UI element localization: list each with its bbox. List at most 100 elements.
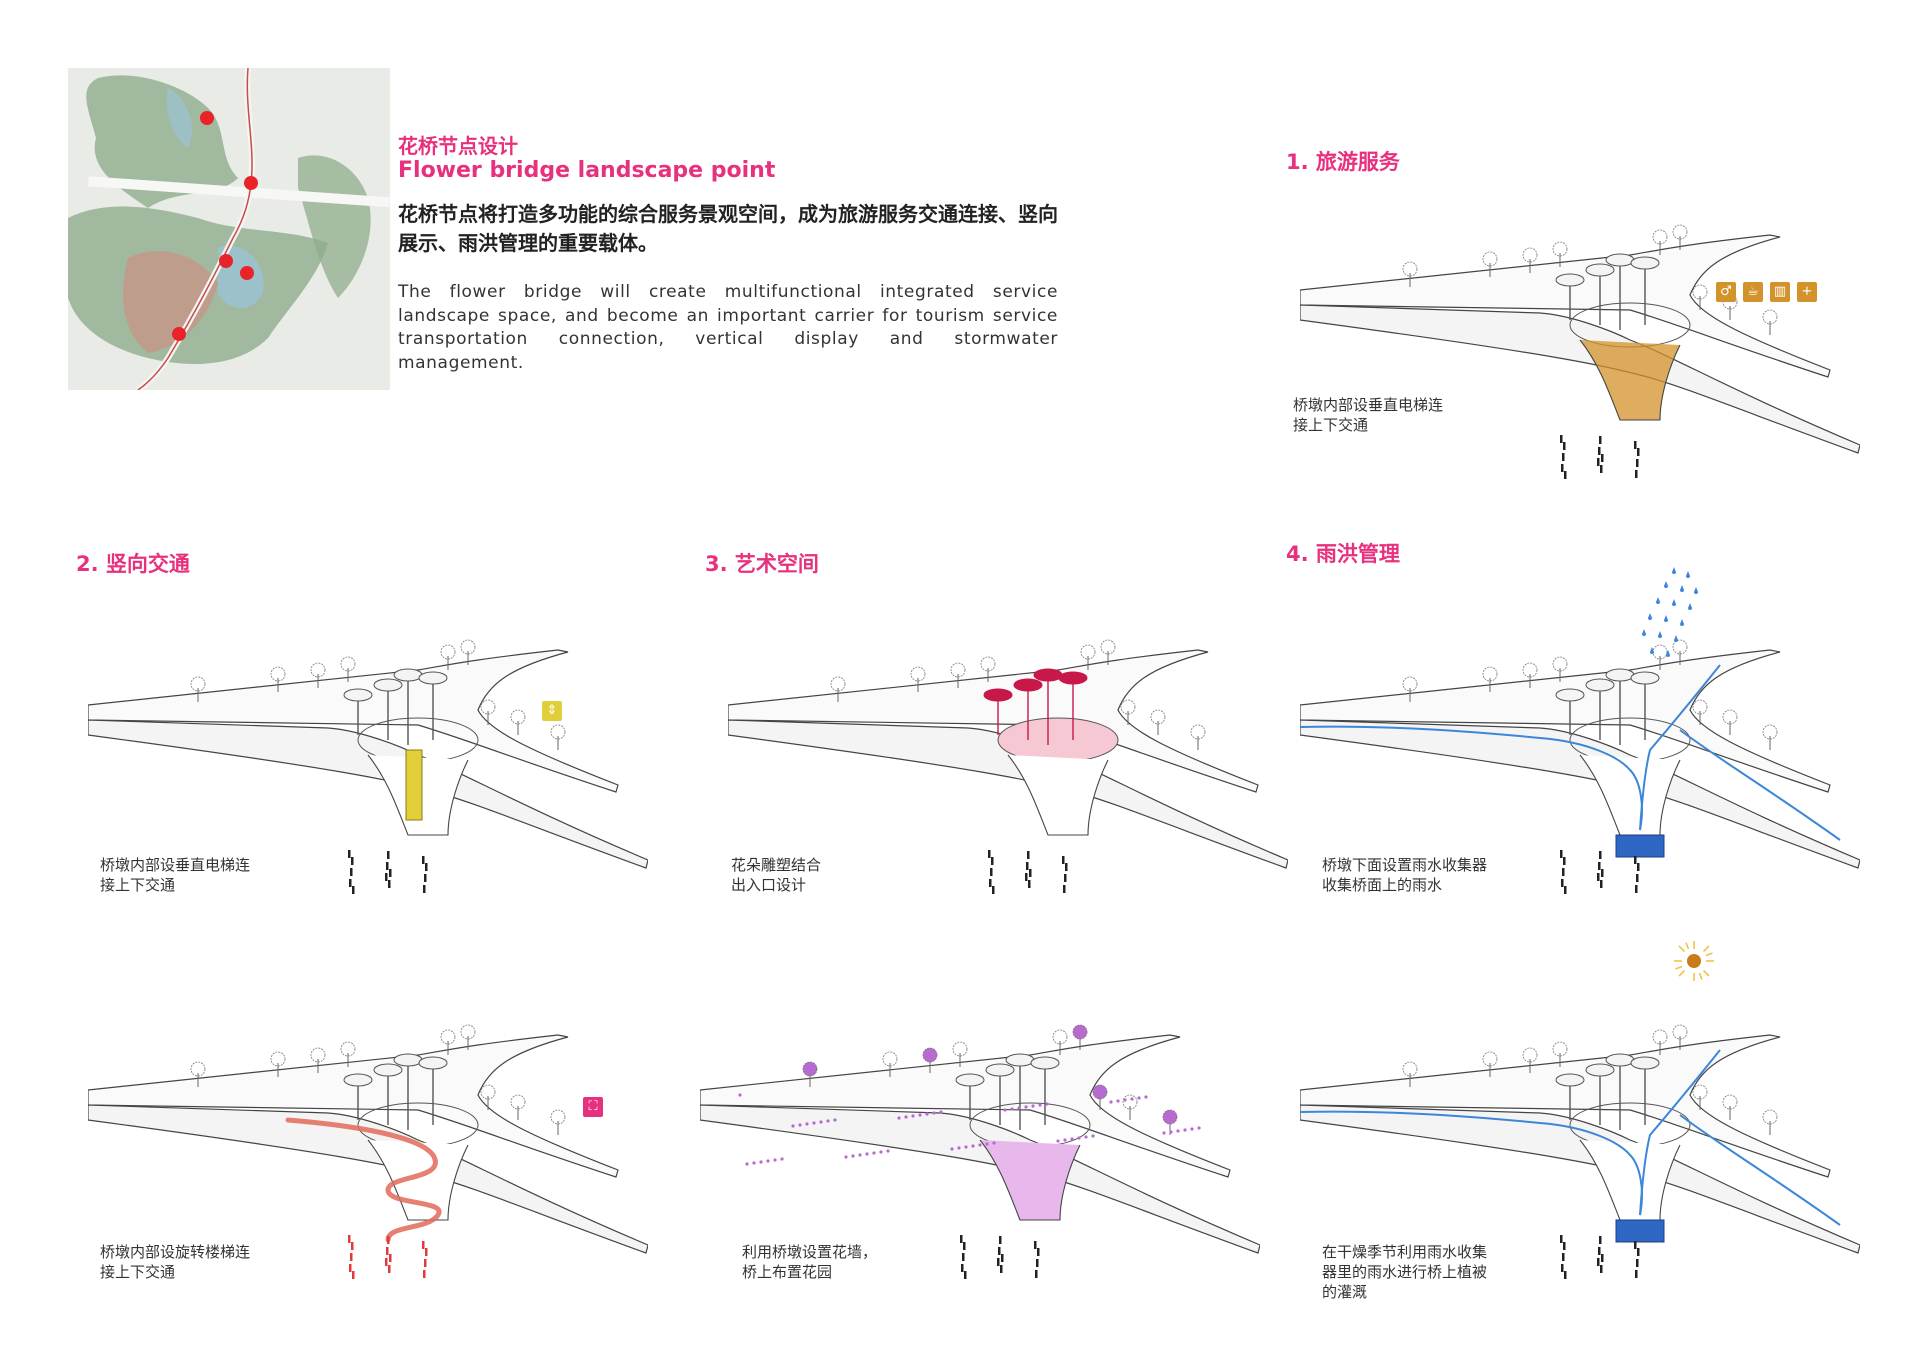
water-channel bbox=[1679, 729, 1841, 841]
person-figure bbox=[351, 857, 354, 865]
bridge-diagram-art bbox=[728, 639, 1288, 894]
person-figure bbox=[1562, 1253, 1565, 1261]
tree-canopy bbox=[1522, 662, 1538, 678]
flower-dot bbox=[798, 1123, 802, 1127]
bridge-pier bbox=[1579, 754, 1681, 836]
flower-dot bbox=[886, 1149, 890, 1153]
flower-dot bbox=[985, 1142, 989, 1146]
person-figure bbox=[1564, 1271, 1567, 1279]
person-figure bbox=[1063, 885, 1066, 893]
site-marker bbox=[219, 254, 233, 268]
tree-canopy bbox=[950, 662, 966, 678]
intro-cn: 花桥节点将打造多功能的综合服务景观空间，成为旅游服务交通连接、竖向展示、雨洪管理… bbox=[398, 202, 1058, 255]
person-figure bbox=[1035, 1270, 1038, 1278]
person-figure bbox=[1034, 1241, 1037, 1249]
flower-dot bbox=[1144, 1095, 1148, 1099]
flower-dot bbox=[780, 1157, 784, 1161]
tree-canopy bbox=[1762, 309, 1778, 325]
tree-canopy bbox=[310, 1047, 326, 1063]
title-en: Flower bridge landscape point bbox=[398, 158, 776, 183]
sculpture-flower bbox=[343, 1073, 373, 1087]
flower-dot bbox=[812, 1121, 816, 1125]
sculpture-flower bbox=[1033, 668, 1063, 682]
person-figure bbox=[1562, 453, 1565, 461]
site-map bbox=[68, 68, 390, 390]
bridge-pier bbox=[1579, 1139, 1681, 1221]
person-figure bbox=[389, 869, 392, 877]
bridge-diagram-flower-wall bbox=[700, 1024, 1260, 1279]
sculpture-flower bbox=[1005, 1053, 1035, 1067]
tree-canopy bbox=[460, 1024, 476, 1040]
bridge-pier bbox=[979, 1139, 1081, 1221]
person-figure bbox=[422, 856, 425, 864]
tree-canopy bbox=[1552, 656, 1568, 672]
tree-canopy bbox=[550, 1109, 566, 1125]
bridge-diagram-rain-collection bbox=[1300, 639, 1860, 894]
flower-dot bbox=[805, 1122, 809, 1126]
flower-dot bbox=[851, 1154, 855, 1158]
tree-canopy bbox=[310, 662, 326, 678]
person-figure bbox=[1634, 441, 1637, 449]
person-figure bbox=[1637, 448, 1640, 456]
water-channel bbox=[1639, 664, 1721, 831]
tree-canopy bbox=[922, 1047, 938, 1063]
caption-art: 花朵雕塑结合 出入口设计 bbox=[731, 856, 822, 894]
flower-dot bbox=[1190, 1127, 1194, 1131]
person-figure bbox=[1563, 1242, 1566, 1250]
site-marker bbox=[240, 266, 254, 280]
tree-canopy bbox=[340, 1041, 356, 1057]
tree-canopy bbox=[882, 1051, 898, 1067]
tree-canopy bbox=[1762, 1109, 1778, 1125]
person-figure bbox=[423, 1270, 426, 1278]
sculpture-flower bbox=[343, 688, 373, 702]
flower-dot bbox=[858, 1153, 862, 1157]
person-figure bbox=[1598, 1247, 1601, 1255]
tree-canopy bbox=[480, 1084, 496, 1100]
sculpture-flower bbox=[1630, 1056, 1660, 1070]
caption-spiral-stairs: 桥墩内部设旋转楼梯连 接上下交通 bbox=[100, 1243, 251, 1281]
person-figure bbox=[1000, 1265, 1003, 1273]
water-channel bbox=[1300, 725, 1643, 831]
bridge-deck-lower bbox=[1300, 719, 1860, 869]
person-figure bbox=[1635, 885, 1638, 893]
person-figure bbox=[1025, 873, 1028, 881]
flower-dot bbox=[918, 1113, 922, 1117]
flower-dot bbox=[1116, 1099, 1120, 1103]
person-figure bbox=[1636, 459, 1639, 467]
bridge-diagram-irrigation bbox=[1300, 1024, 1860, 1279]
flower-dot bbox=[1045, 1102, 1049, 1106]
person-figure bbox=[1636, 874, 1639, 882]
person-figure bbox=[351, 1242, 354, 1250]
person-figure bbox=[1564, 886, 1567, 894]
caption-flower-wall: 利用桥墩设置花墙， 桥上布置花园 bbox=[742, 1243, 878, 1281]
flower-dot bbox=[759, 1160, 763, 1164]
person-figure bbox=[964, 1271, 967, 1279]
bridge-deck-lower bbox=[1300, 304, 1860, 454]
sculpture-flower bbox=[985, 1063, 1015, 1077]
tree-canopy bbox=[1402, 1061, 1418, 1077]
flower-dot bbox=[844, 1155, 848, 1159]
sculpture-flower bbox=[1555, 688, 1585, 702]
person-figure bbox=[387, 1236, 390, 1244]
tree-canopy bbox=[1052, 1029, 1068, 1045]
tree-canopy bbox=[510, 1094, 526, 1110]
person-figure bbox=[989, 879, 992, 887]
person-figure bbox=[1564, 471, 1567, 479]
site-marker bbox=[244, 176, 258, 190]
person-figure bbox=[1599, 1236, 1602, 1244]
elevator-icon: ⇕ bbox=[542, 701, 562, 721]
tree-canopy bbox=[1482, 251, 1498, 267]
rainwater-tank bbox=[1615, 1219, 1665, 1243]
person-figure bbox=[998, 1247, 1001, 1255]
tree-canopy bbox=[1072, 1024, 1088, 1040]
person-figure bbox=[1561, 879, 1564, 887]
bridge-pier bbox=[1579, 339, 1681, 421]
sculpture-flower bbox=[1605, 668, 1635, 682]
person-figure bbox=[1560, 850, 1563, 858]
caption-elevator: 桥墩内部设垂直电梯连 接上下交通 bbox=[100, 856, 251, 894]
person-figure bbox=[1036, 1259, 1039, 1267]
stairs-icon: ⛶ bbox=[583, 1097, 603, 1117]
flower-dot bbox=[939, 1110, 943, 1114]
tree-canopy bbox=[1100, 639, 1116, 655]
sculpture-flower bbox=[1585, 1063, 1615, 1077]
